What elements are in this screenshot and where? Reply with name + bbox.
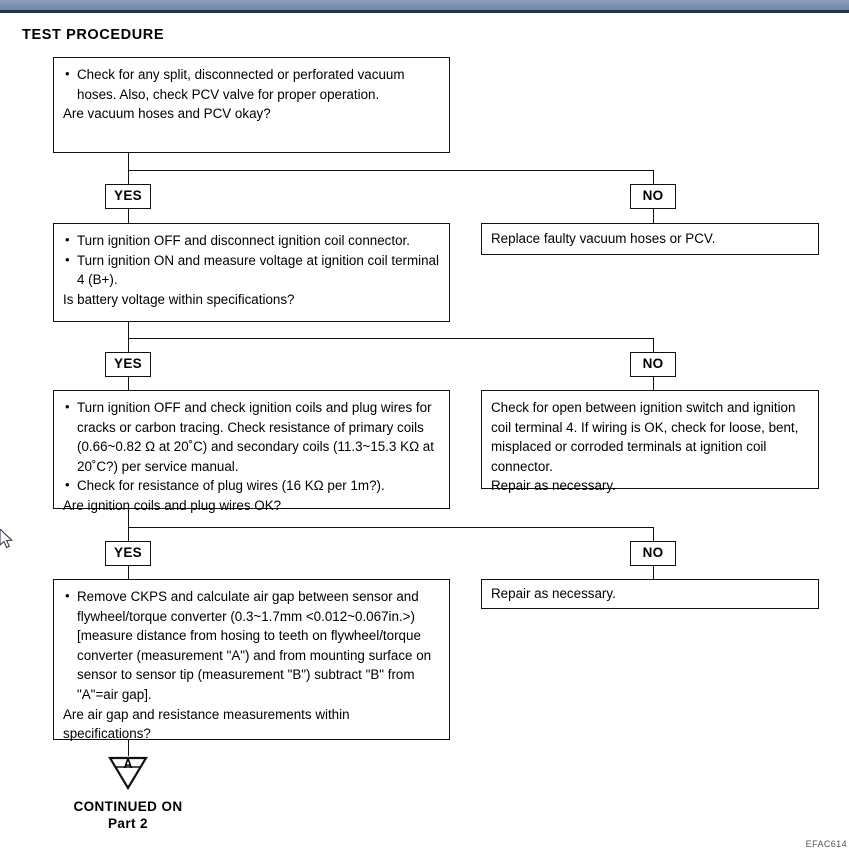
step1-no-action-text: Replace faulty vacuum hoses or PCV. — [491, 231, 716, 246]
connector-step2-no-to-action — [653, 377, 654, 390]
connector-step1-no-to-action — [653, 209, 654, 223]
step1-bullet-1: Check for any split, disconnected or per… — [63, 64, 440, 104]
figure-code: EFAC614 — [805, 839, 847, 849]
step1-decision-box: Check for any split, disconnected or per… — [53, 57, 450, 153]
step2-no-label[interactable]: NO — [630, 352, 676, 377]
step3-no-action-text: Repair as necessary. — [491, 586, 616, 601]
page-title: TEST PROCEDURE — [22, 27, 165, 43]
app-header-bar — [0, 0, 849, 13]
connector-step3-stem — [128, 509, 129, 527]
connector-step3-no-to-action — [653, 566, 654, 579]
connector-step3-branch — [128, 527, 653, 528]
step1-yes-label[interactable]: YES — [105, 184, 151, 209]
step1-no-label[interactable]: NO — [630, 184, 676, 209]
step4-decision-box: Remove CKPS and calculate air gap betwee… — [53, 579, 450, 741]
step2-no-action-text: Check for open between ignition switch a… — [491, 400, 799, 474]
connector-step1-yes-to-step2 — [128, 209, 129, 223]
connector-step3-no-stem — [653, 527, 654, 541]
step2-question: Is battery voltage within specifications… — [63, 291, 295, 307]
connector-step3-yes-stem — [128, 527, 129, 541]
step1-no-action-box: Replace faulty vacuum hoses or PCV. — [481, 223, 819, 255]
step2-no-action-box: Check for open between ignition switch a… — [481, 390, 819, 493]
step3-bullet-2: Check for resistance of plug wires (16 K… — [63, 475, 440, 496]
step2-decision-box: Turn ignition OFF and disconnect ignitio… — [53, 223, 450, 322]
connector-step2-yes-stem — [128, 338, 129, 352]
connector-step4-stem — [128, 740, 129, 756]
step4-question-line2: specifications? — [63, 726, 151, 742]
step2-bullet-1: Turn ignition OFF and disconnect ignitio… — [63, 230, 440, 251]
step4-bullet-1: Remove CKPS and calculate air gap betwee… — [63, 586, 440, 705]
connector-step2-branch — [128, 338, 653, 339]
step3-no-label[interactable]: NO — [630, 541, 676, 566]
step3-no-action-box: Repair as necessary. — [481, 579, 819, 609]
continued-on-label: CONTINUED ON Part 2 — [58, 798, 198, 832]
connector-step1-stem — [128, 153, 129, 170]
step3-yes-label[interactable]: YES — [105, 541, 151, 566]
step4-question-line1: Are air gap and resistance measurements … — [63, 706, 350, 722]
step2-yes-label[interactable]: YES — [105, 352, 151, 377]
continued-on-line1: CONTINUED ON — [73, 799, 183, 814]
connector-step3-yes-to-step4 — [128, 566, 129, 579]
connector-step1-no-stem — [653, 170, 654, 184]
connector-step1-yes-stem — [128, 170, 129, 184]
connector-step2-stem — [128, 322, 129, 338]
continued-on-line2: Part 2 — [108, 816, 148, 831]
step3-bullet-1: Turn ignition OFF and check ignition coi… — [63, 397, 440, 476]
connector-step1-branch — [128, 170, 653, 171]
connector-step2-no-stem — [653, 338, 654, 352]
triangle-down-icon — [108, 756, 148, 791]
step2-no-action-text-2: Repair as necessary. — [491, 478, 616, 494]
step2-bullet-2: Turn ignition ON and measure voltage at … — [63, 250, 440, 290]
connector-letter: A — [123, 757, 133, 771]
step1-question: Are vacuum hoses and PCV okay? — [63, 106, 271, 122]
flowchart-canvas: TEST PROCEDURE Check for any split, disc… — [0, 13, 849, 867]
step3-decision-box: Turn ignition OFF and check ignition coi… — [53, 390, 450, 513]
mouse-cursor-icon — [0, 529, 14, 549]
offpage-connector-triangle: A — [108, 756, 148, 791]
step3-question: Are ignition coils and plug wires OK? — [63, 497, 282, 513]
connector-step2-yes-to-step3 — [128, 377, 129, 390]
